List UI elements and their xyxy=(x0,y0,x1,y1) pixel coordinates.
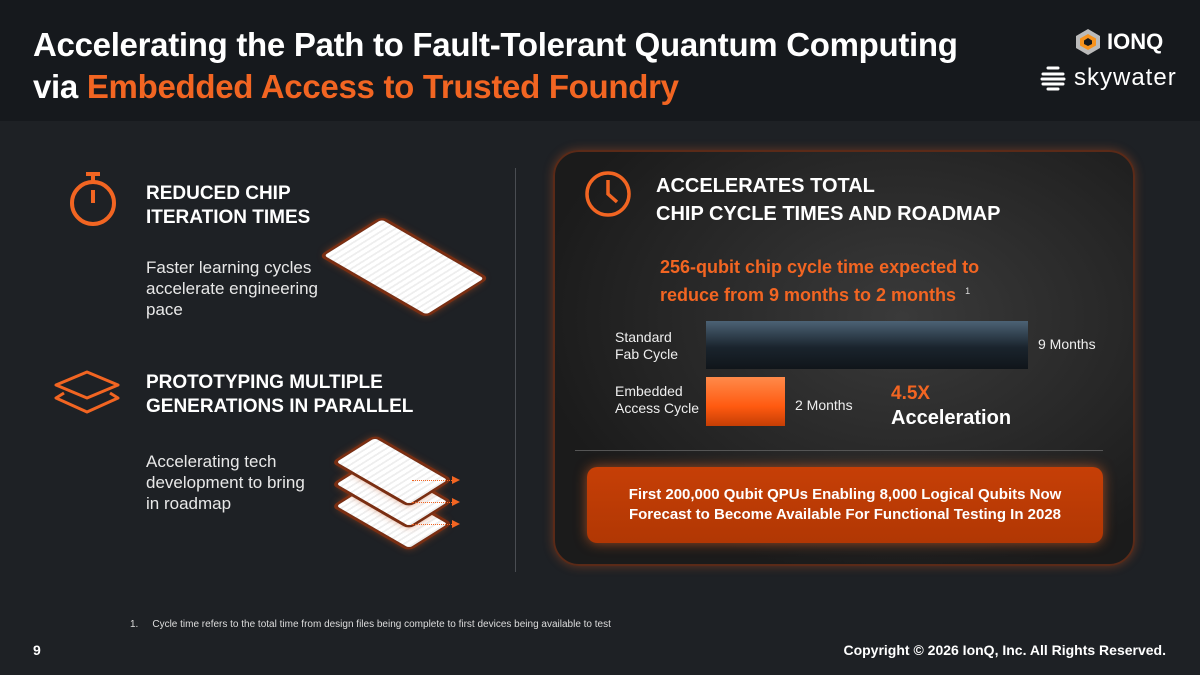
body-line: in roadmap xyxy=(146,494,232,513)
acceleration-label: Acceleration xyxy=(891,407,1012,429)
page-number: 9 xyxy=(33,642,41,658)
chip-illustration xyxy=(324,219,484,315)
heading-line: GENERATIONS IN PARALLEL xyxy=(146,396,414,417)
ionq-hexagon-icon xyxy=(1076,29,1100,55)
title-prefix: via xyxy=(33,68,87,105)
page-title: Accelerating the Path to Fault-Tolerant … xyxy=(33,24,958,108)
header-band xyxy=(0,0,1200,121)
card-subheading: 256-qubit chip cycle time expected to red… xyxy=(660,255,979,307)
data-label-standard: 9 Months xyxy=(1038,336,1096,352)
callout-banner: First 200,000 Qubit QPUs Enabling 8,000 … xyxy=(587,467,1103,543)
tick-label-line: Fab Cycle xyxy=(615,346,679,362)
clock-icon xyxy=(585,171,631,217)
tick-label-line: Access Cycle xyxy=(615,400,700,416)
skywater-logo: skywater xyxy=(1040,64,1177,92)
arrow-icon xyxy=(412,476,460,484)
ionq-logo: IONQ xyxy=(1075,28,1163,56)
title-line-2: via Embedded Access to Trusted Foundry xyxy=(33,66,958,108)
subheading-line: 256-qubit chip cycle time expected to xyxy=(660,257,980,277)
body-line: development to bring xyxy=(146,473,305,492)
acceleration-value: 4.5X xyxy=(891,383,931,404)
data-label-embedded: 2 Months xyxy=(795,397,853,413)
title-line-1: Accelerating the Path to Fault-Tolerant … xyxy=(33,26,958,63)
arrow-icon xyxy=(412,498,460,506)
body-line: pace xyxy=(146,300,183,319)
skywater-logo-text: skywater xyxy=(1074,64,1177,91)
tick-label-line: Embedded xyxy=(615,383,683,399)
body-line: accelerate engineering xyxy=(146,279,319,298)
tick-label-line: Standard xyxy=(615,329,672,345)
heading-line: ACCELERATES TOTAL xyxy=(656,175,875,197)
footnote-ref: 1 xyxy=(965,286,971,296)
body-line: Faster learning cycles xyxy=(146,258,312,277)
ionq-logo-text: IONQ xyxy=(1107,29,1164,54)
footnote-number: 1. xyxy=(130,619,139,630)
section-heading-reduced-iteration: REDUCED CHIP ITERATION TIMES xyxy=(146,182,310,230)
callout-line: First 200,000 Qubit QPUs Enabling 8,000 … xyxy=(628,486,1062,503)
skywater-mark-icon xyxy=(1040,66,1066,91)
stopwatch-icon xyxy=(70,172,116,226)
footnote: 1. Cycle time refers to the total time fr… xyxy=(130,619,611,630)
card-heading: ACCELERATES TOTAL CHIP CYCLE TIMES AND RO… xyxy=(656,172,1000,228)
arrow-icon xyxy=(412,520,460,528)
section-body-reduced-iteration: Faster learning cycles accelerate enginee… xyxy=(146,257,318,320)
copyright: Copyright © 2026 IonQ, Inc. All Rights R… xyxy=(843,642,1166,658)
body-line: Accelerating tech xyxy=(146,452,277,471)
section-heading-prototyping: PROTOTYPING MULTIPLE GENERATIONS IN PARAL… xyxy=(146,371,413,419)
heading-line: ITERATION TIMES xyxy=(146,207,311,228)
layers-icon xyxy=(54,370,120,414)
card-divider xyxy=(575,450,1103,451)
callout-line: Forecast to Become Available For Functio… xyxy=(628,506,1062,523)
title-highlight: Embedded Access to Trusted Foundry xyxy=(86,68,679,105)
heading-line: CHIP CYCLE TIMES AND ROADMAP xyxy=(656,203,1001,225)
footnote-text: Cycle time refers to the total time from… xyxy=(152,619,611,630)
heading-line: REDUCED CHIP xyxy=(146,183,291,204)
bar-embedded-access-cycle xyxy=(706,377,785,426)
heading-line: PROTOTYPING MULTIPLE xyxy=(146,372,383,393)
subheading-line: reduce from 9 months to 2 months xyxy=(660,285,957,305)
section-body-prototyping: Accelerating tech development to bring in … xyxy=(146,451,305,514)
bar-standard-fab-cycle xyxy=(706,321,1028,369)
divider xyxy=(515,168,516,572)
